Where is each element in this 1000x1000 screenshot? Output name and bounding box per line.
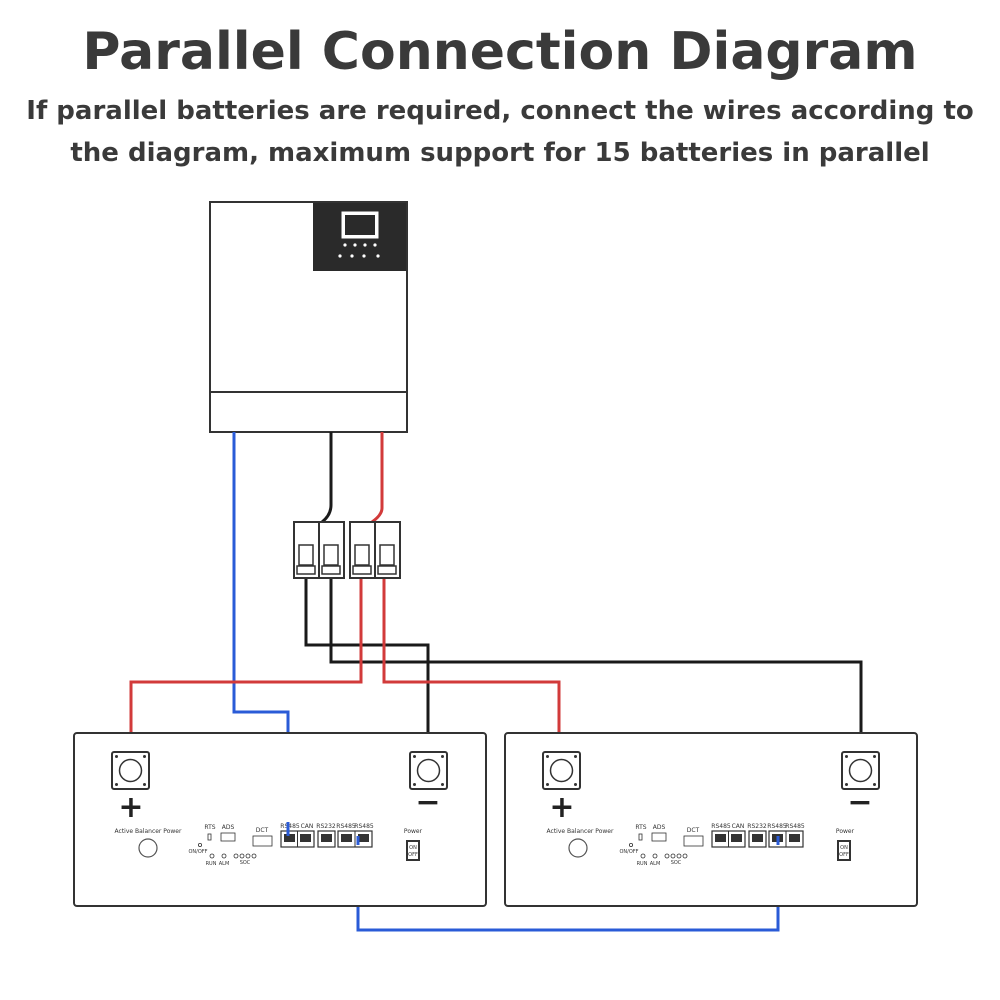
battery-2-rs485-label-a: RS485: [711, 823, 731, 830]
battery-1-positive-terminal: [111, 751, 150, 790]
battery-1-rs232-label: RS232: [316, 823, 336, 830]
dc-breaker-positive: [349, 521, 401, 579]
battery-2-rts-button: [638, 833, 643, 841]
battery-2-positive-terminal: [542, 751, 581, 790]
battery-2-ads-switch: [651, 832, 667, 842]
battery-1-soc-label: SOC: [240, 860, 251, 866]
battery-2: + − Active Balancer Power RTS ADS DCT ON…: [504, 732, 918, 907]
positive-wire-battery-1: [129, 578, 363, 752]
svg-text:OFF: OFF: [408, 852, 418, 858]
battery-2-soc-label: SOC: [671, 860, 682, 866]
battery-1-rts-button: [207, 833, 212, 841]
battery-2-alm-label: ALM: [650, 861, 661, 867]
battery-1-ads-label: ADS: [222, 824, 235, 831]
svg-text:OFF: OFF: [839, 852, 849, 858]
battery-2-power-switch: ON OFF: [837, 840, 851, 861]
diagram-subtitle-line-1: If parallel batteries are required, conn…: [26, 96, 974, 126]
battery-2-positive-label: +: [549, 790, 574, 825]
battery-1-rs485-label-b: RS485: [336, 823, 356, 830]
negative-wire-battery-1: [304, 578, 430, 752]
battery-2-rts-label: RTS: [635, 824, 646, 831]
inverter: [209, 201, 408, 433]
battery-1-rts-label: RTS: [204, 824, 215, 831]
negative-wire-battery-2: [329, 578, 863, 752]
battery-1-negative-terminal: [409, 751, 448, 790]
svg-text:ON: ON: [840, 845, 848, 851]
battery-1-rs485-label-c: RS485: [354, 823, 374, 830]
battery-2-can-label: CAN: [732, 823, 745, 830]
battery-1-onoff-label: ON/OFF: [188, 849, 207, 855]
inverter-positive-wire: [371, 432, 384, 524]
battery-1-power-switch: ON OFF: [406, 840, 420, 861]
battery-1-dct-port: [252, 835, 273, 847]
battery-1-dct-label: DCT: [256, 827, 269, 834]
battery-2-rs485-label-c: RS485: [785, 823, 805, 830]
battery-2-balancer-label: Active Balancer Power: [547, 828, 614, 835]
battery-1-rs485-label-a: RS485: [280, 823, 300, 830]
battery-1-can-label: CAN: [301, 823, 314, 830]
battery-1-ads-switch: [220, 832, 236, 842]
battery-2-negative-label: −: [847, 785, 872, 820]
battery-2-negative-terminal: [841, 751, 880, 790]
battery-1-power-label: Power: [404, 828, 423, 835]
battery-1-negative-label: −: [415, 785, 440, 820]
battery-2-rs232-label: RS232: [747, 823, 767, 830]
battery-2-balancer-button: [568, 838, 588, 858]
battery-2-dct-label: DCT: [687, 827, 700, 834]
dc-breaker-negative: [293, 521, 345, 579]
diagram-subtitle-line-2: the diagram, maximum support for 15 batt…: [70, 138, 930, 168]
battery-1-balancer-button: [138, 838, 158, 858]
battery-2-ads-label: ADS: [653, 824, 666, 831]
battery-2-power-label: Power: [836, 828, 855, 835]
battery-1-alm-label: ALM: [219, 861, 230, 867]
inverter-negative-wire: [321, 432, 333, 524]
battery-1-run-label: RUN: [206, 861, 217, 867]
diagram-title: Parallel Connection Diagram: [82, 22, 918, 82]
battery-2-dct-port: [683, 835, 704, 847]
battery-2-run-label: RUN: [637, 861, 648, 867]
svg-text:ON: ON: [409, 845, 417, 851]
battery-2-rs485-label-b: RS485: [767, 823, 787, 830]
battery-1-balancer-label: Active Balancer Power: [115, 828, 182, 835]
battery-1-positive-label: +: [118, 790, 143, 825]
battery-2-onoff-label: ON/OFF: [619, 849, 638, 855]
positive-wire-battery-2: [382, 578, 561, 752]
battery-1: + − Active Balancer Power RTS ADS DCT ON…: [73, 732, 487, 907]
